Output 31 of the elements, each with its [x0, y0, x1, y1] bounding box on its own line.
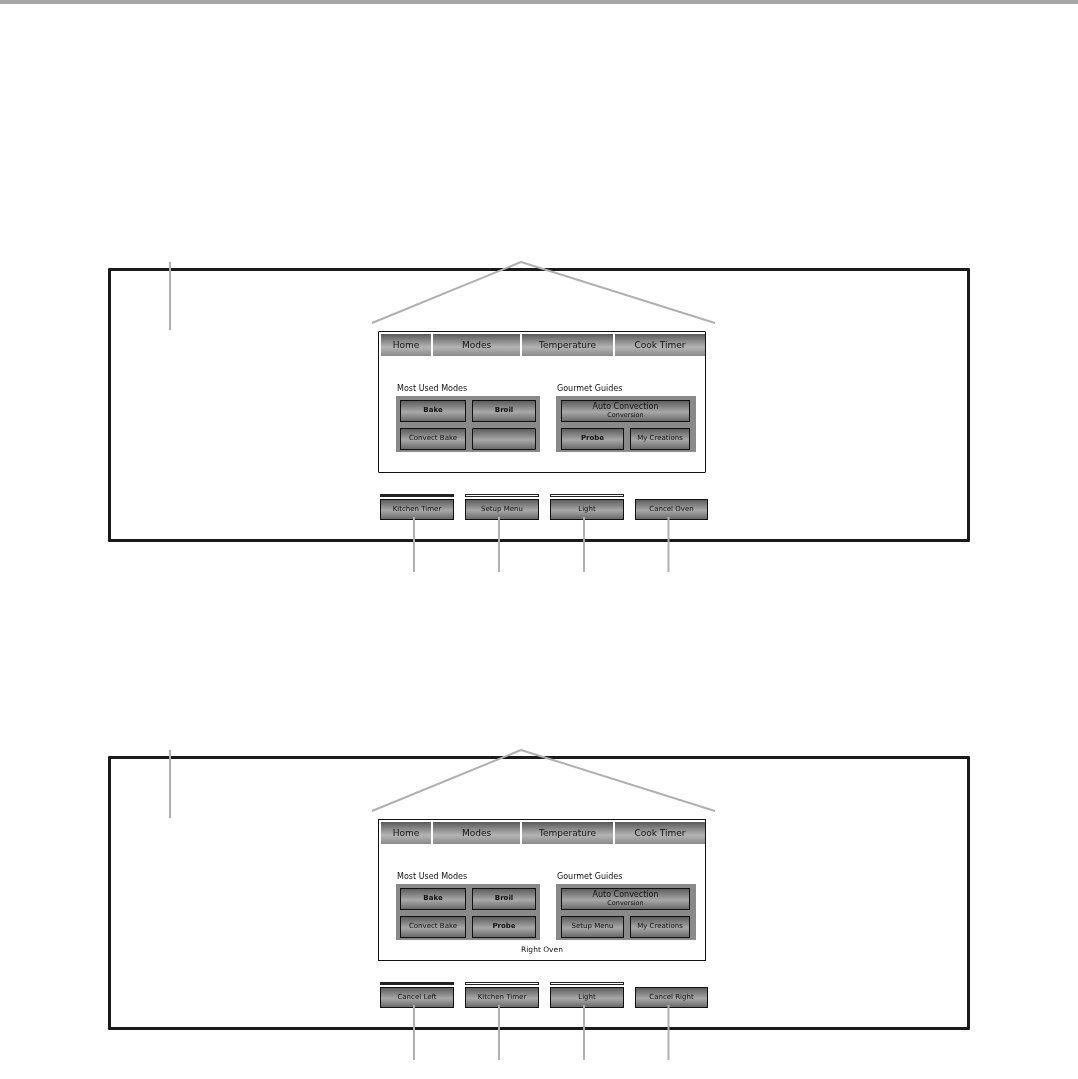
tab: Modes	[433, 822, 520, 844]
group-heading: Most Used Modes	[397, 384, 468, 393]
blank-button	[472, 428, 536, 450]
leader-line	[413, 516, 415, 573]
group-heading: Gourmet Guides	[557, 872, 623, 881]
tab: Temperature	[522, 334, 613, 356]
leader-line	[413, 1004, 415, 1061]
control-panel	[108, 268, 970, 542]
tab: Home	[381, 334, 431, 356]
leader-line	[667, 1004, 670, 1061]
tab: Temperature	[522, 822, 613, 844]
leader-line	[520, 261, 716, 324]
leader-line	[583, 516, 585, 573]
leader-line	[667, 516, 670, 573]
group-heading: Most Used Modes	[397, 872, 468, 881]
tab: Modes	[433, 334, 520, 356]
leader-line	[371, 261, 522, 324]
leader-line	[169, 749, 171, 819]
leader-line	[371, 749, 522, 812]
leader-line	[169, 261, 171, 331]
touch-screen	[378, 331, 706, 473]
tab: Home	[381, 822, 431, 844]
leader-line	[498, 516, 500, 573]
control-panel	[108, 756, 970, 1030]
leader-line	[520, 749, 716, 812]
leader-line	[498, 1004, 500, 1061]
group-heading: Gourmet Guides	[557, 384, 623, 393]
leader-line	[583, 1004, 585, 1061]
tab: Cook Timer	[615, 822, 705, 844]
tab: Cook Timer	[615, 334, 705, 356]
touch-screen	[378, 819, 706, 961]
